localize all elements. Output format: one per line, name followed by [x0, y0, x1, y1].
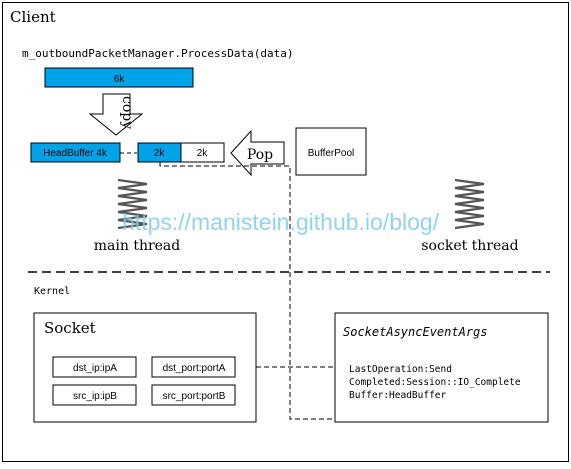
kernel-label: Kernel	[34, 286, 70, 297]
event-args-box	[334, 312, 549, 423]
socket-field-src-ip-label: src_ip:ipB	[73, 391, 117, 402]
copy-arrow-label: copy	[119, 96, 135, 129]
pop-arrow-label: Pop	[247, 147, 273, 163]
buffer-to-eventargs-connector	[159, 162, 335, 420]
data-block-label: 6k	[114, 74, 126, 85]
socket-thread-spring-icon	[454, 178, 485, 230]
pop-arrow	[230, 129, 285, 177]
socket-field-dst-ip-label: dst_ip:ipA	[73, 363, 117, 374]
buffer-segment-b	[180, 142, 225, 163]
socket-field-dst-port-label: dst_port:portA	[163, 363, 226, 374]
main-thread-spring-icon	[117, 178, 148, 230]
buffer-segment-b-label: 2k	[197, 148, 209, 159]
copy-arrow	[88, 93, 144, 136]
process-call-label: m_outboundPacketManager.ProcessData(data…	[22, 47, 294, 60]
buffer-pool-label: BufferPool	[308, 148, 355, 159]
socket-field-src-port	[151, 384, 236, 406]
socket-title: Socket	[44, 319, 96, 337]
buffer-segment-a-label: 2k	[154, 148, 166, 159]
event-args-line-operation: LastOperation:Send	[349, 364, 452, 375]
socket-field-src-port-label: src_port:portB	[163, 391, 226, 402]
event-args-title: SocketAsyncEventArgs	[343, 325, 488, 339]
data-block	[44, 67, 194, 88]
watermark-text: https://manistein.github.io/blog/	[122, 209, 440, 235]
socket-thread-label: socket thread	[421, 238, 518, 254]
client-title: Client	[10, 8, 56, 26]
main-thread-label: main thread	[94, 238, 181, 254]
socket-field-dst-ip	[52, 356, 137, 378]
socket-field-dst-port	[151, 356, 236, 378]
event-args-line-completed: Completed:Session::IO_Complete	[349, 377, 521, 388]
head-buffer-label: HeadBuffer 4k	[43, 148, 108, 159]
event-args-line-buffer: Buffer:HeadBuffer	[349, 390, 447, 401]
buffer-pool-box	[295, 127, 367, 176]
socket-field-src-ip	[52, 384, 137, 406]
